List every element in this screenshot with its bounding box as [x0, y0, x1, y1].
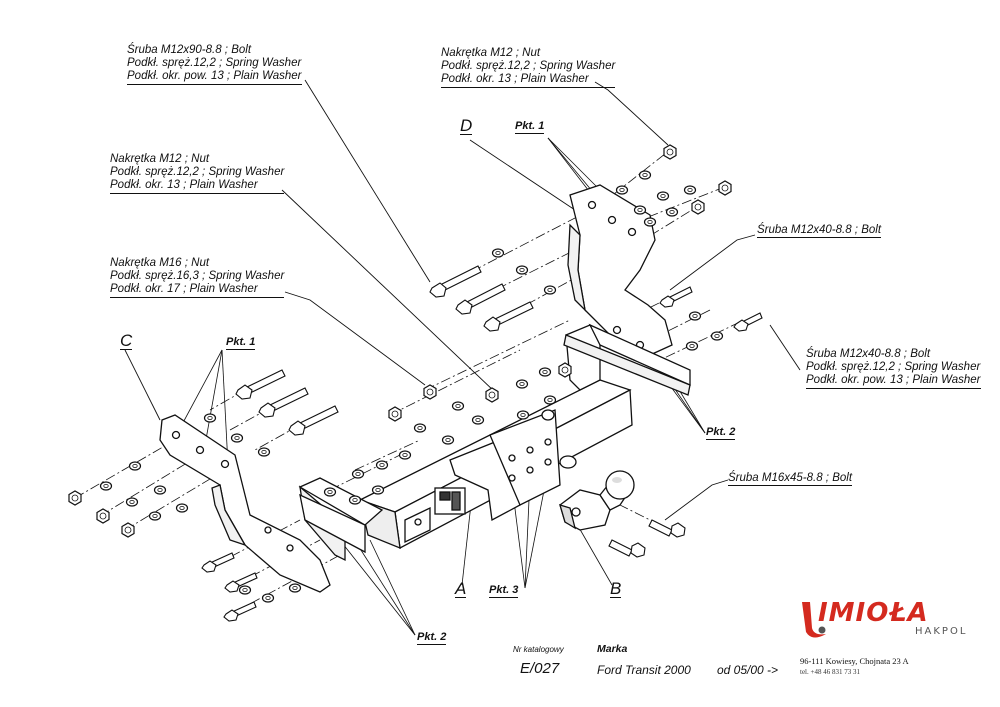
part-letter-d: D: [460, 116, 473, 135]
callout-line: Podkł. okr. 13 ; Plain Washer: [441, 73, 616, 88]
callout-nut-m16: Nakrętka M16 ; Nut Podkł. spręż.16,3 ; S…: [110, 257, 285, 298]
callout-bolt-m12x40-set: Śruba M12x40-8.8 ; Bolt Podkł. spręż.12,…: [806, 348, 981, 389]
leader-lines: [124, 79, 801, 521]
part-letter-b: B: [610, 579, 622, 598]
callout-line: Podkł. spręż.12,2 ; Spring Washer: [806, 361, 981, 374]
pkt1-left-label: Pkt. 1: [226, 336, 256, 350]
callout-line: Śruba M12x40-8.8 ; Bolt: [806, 348, 931, 360]
callout-line: Nakrętka M12 ; Nut: [441, 47, 541, 59]
bolts: [201, 265, 763, 622]
company-logo-swoosh: [802, 602, 826, 638]
callout-line: Nakrętka M16 ; Nut: [110, 257, 210, 269]
callout-nut-m12-top: Nakrętka M12 ; Nut Podkł. spręż.12,2 ; S…: [441, 47, 616, 88]
callout-line: Podkł. okr. 17 ; Plain Washer: [110, 283, 285, 298]
company-logo-subtext: HAKPOL: [915, 626, 968, 637]
pkt3-label: Pkt. 3: [489, 584, 519, 598]
callout-line: Nakrętka M12 ; Nut: [110, 153, 210, 165]
catalog-number-label: Nr katalogowy: [513, 645, 564, 654]
callout-line: Podkł. okr. 13 ; Plain Washer: [110, 179, 285, 194]
part-letter-a: A: [455, 579, 467, 598]
callout-bolt-m12x40-single: Śruba M12x40-8.8 ; Bolt: [757, 224, 882, 239]
callout-bolt-m12x90: Śruba M12x90-8.8 ; Bolt Podkł. spręż.12,…: [127, 44, 302, 85]
catalog-number-value: E/027: [520, 660, 560, 677]
callout-line: Śruba M16x45-8.8 ; Bolt: [728, 472, 853, 487]
bracket-c: [159, 414, 331, 593]
callout-line: Podkł. spręż.12,2 ; Spring Washer: [127, 57, 302, 70]
callout-line: Podkł. spręż.16,3 ; Spring Washer: [110, 270, 285, 283]
tow-ball-b: [559, 470, 635, 531]
callout-nut-m12-left: Nakrętka M12 ; Nut Podkł. spręż.12,2 ; S…: [110, 153, 285, 194]
callout-line: Podkł. okr. pow. 13 ; Plain Washer: [127, 70, 302, 85]
pkt2-bottom-label: Pkt. 2: [417, 631, 447, 645]
part-letter-c: C: [120, 331, 133, 350]
company-logo-text: IMIOŁA: [818, 598, 929, 628]
callout-line: Podkł. okr. pow. 13 ; Plain Washer: [806, 374, 981, 389]
vehicle-model-value: Ford Transit 2000: [597, 663, 691, 677]
pkt1-right-label: Pkt. 1: [515, 120, 545, 134]
company-address: 96-111 Kowiesy, Chojnata 23 A: [800, 656, 909, 666]
crossbar-a: [298, 323, 691, 562]
pkt2-right-label: Pkt. 2: [706, 426, 736, 440]
callout-line: Podkł. spręż.12,2 ; Spring Washer: [441, 60, 616, 73]
production-date-value: od 05/00 ->: [717, 663, 779, 677]
company-phone: tel. +48 46 831 73 31: [800, 668, 860, 676]
callout-line: Podkł. spręż.12,2 ; Spring Washer: [110, 166, 285, 179]
callout-bolt-m16x45: Śruba M16x45-8.8 ; Bolt: [728, 472, 853, 487]
bracket-d: [567, 184, 673, 356]
callout-line: Śruba M12x40-8.8 ; Bolt: [757, 224, 882, 239]
brand-label: Marka: [597, 643, 628, 655]
callout-line: Śruba M12x90-8.8 ; Bolt: [127, 44, 252, 56]
